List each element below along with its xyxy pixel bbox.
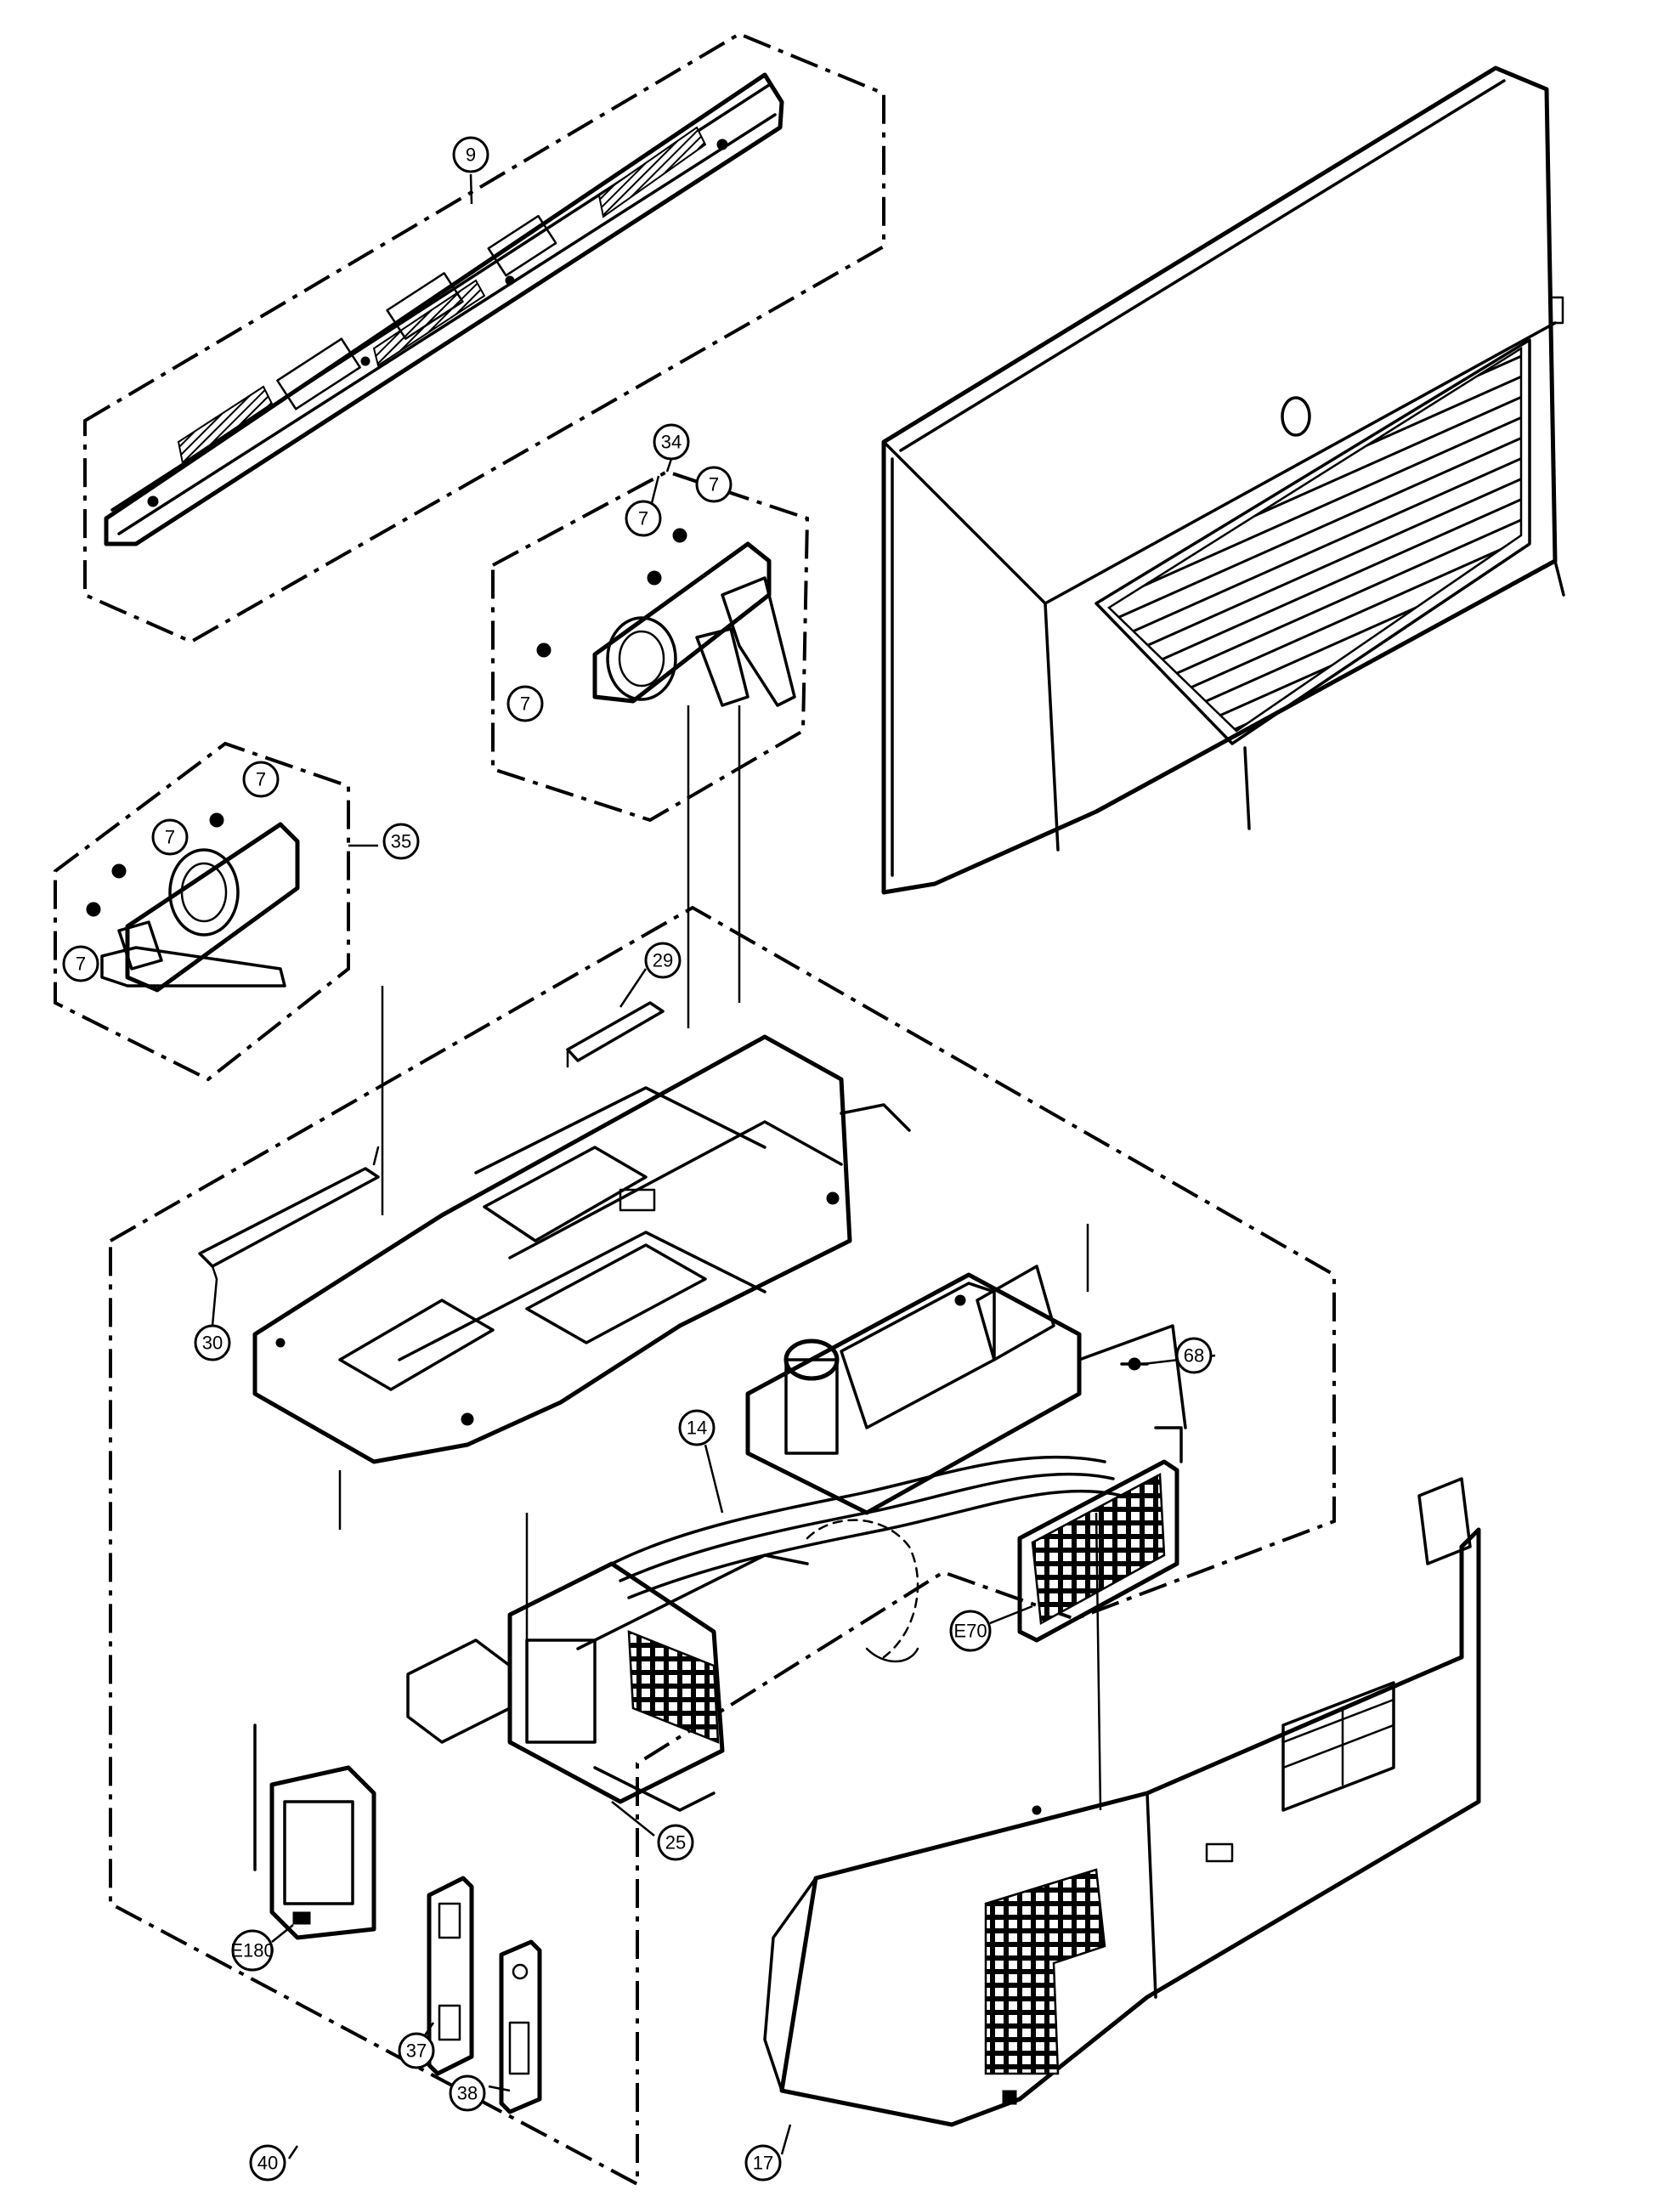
callout-circle [242,761,280,798]
callout-label: 29 [653,950,673,971]
group-boundary-35 [54,741,350,1082]
callout-circle [398,2032,435,2069]
part-35-bracket [86,812,300,993]
part-38-plate [499,1939,542,2114]
callout-label: 25 [665,1832,686,1854]
callout-circle [949,1610,992,1652]
callout-38: 38 [449,2074,486,2112]
callout-label: 30 [202,1333,223,1354]
callout-37: 37 [398,2032,435,2069]
leader-lines [211,173,1216,2159]
callout-label: 34 [661,432,682,453]
callout-label: 37 [406,2040,427,2062]
callout-label: 35 [391,831,411,852]
callout-circle [194,1324,231,1361]
callout-label: 7 [520,693,530,715]
callout-14: 14 [678,1409,716,1446]
main-chassis-frame [252,1034,911,1464]
callout-30: 30 [194,1324,231,1361]
callout-9: 9 [452,136,489,173]
callout-35: 35 [382,823,420,860]
part-9-front-bezel [104,72,784,546]
callout-label: 38 [457,2083,478,2104]
part-30-rail [198,1146,380,1281]
part-e180-board [253,1723,376,1940]
callout-circle [151,818,189,856]
rear-cabinet [881,65,1565,895]
callout-circle [695,466,733,503]
part-37-plate [427,1876,474,2076]
callout-circle [744,2144,782,2182]
group-boundary-40 [109,905,1336,2188]
callout-circle [452,136,489,173]
callout-circle [382,823,420,860]
callout-label: E70 [953,1621,987,1642]
callout-circle [653,423,690,461]
callout-circle [644,942,682,979]
callout-label: 7 [638,508,648,529]
callout-e180: E180 [230,1929,274,1972]
part-17-front-cabinet [763,1477,1481,2127]
callout-circle [1175,1337,1213,1374]
callout-29: 29 [644,942,682,979]
callout-label: 7 [256,769,266,790]
callout-label: 40 [257,2153,278,2174]
callout-circle [62,945,99,982]
part-29-rail [566,1001,665,1068]
callout-circle [506,685,544,722]
callout-label: 14 [687,1418,707,1439]
callout-label: 7 [709,474,719,495]
callout-label: E180 [230,1940,274,1961]
callout-7: 7 [506,685,544,722]
callout-label: 7 [165,827,175,848]
callout-17: 17 [744,2144,782,2182]
callout-label: 9 [466,144,476,166]
callout-circle [625,500,662,537]
part-34-bracket [536,528,796,707]
callout-7: 7 [695,466,733,503]
part-14-cable-harness [610,1455,1123,1663]
callout-circle [449,2074,486,2112]
callout-circle [231,1929,274,1972]
callout-7: 7 [625,500,662,537]
part-e70-board [1017,1426,1183,1643]
callout-68: 68 [1175,1337,1213,1374]
callout-e70: E70 [949,1610,992,1652]
callout-7: 7 [151,818,189,856]
callout-label: 17 [753,2153,773,2174]
callout-7: 7 [62,945,99,982]
callout-40: 40 [249,2144,286,2182]
callout-34: 34 [653,423,690,461]
group-boundary-9 [83,31,885,644]
tube-assembly [745,1265,1187,1515]
callout-circle [657,1824,694,1861]
callout-25: 25 [657,1824,694,1861]
callout-circle [678,1409,716,1446]
callout-circle [249,2144,286,2182]
callout-label: 7 [76,954,86,975]
callout-7: 7 [242,761,280,798]
callout-label: 68 [1184,1345,1204,1367]
part-25-main-board [406,1554,809,1812]
